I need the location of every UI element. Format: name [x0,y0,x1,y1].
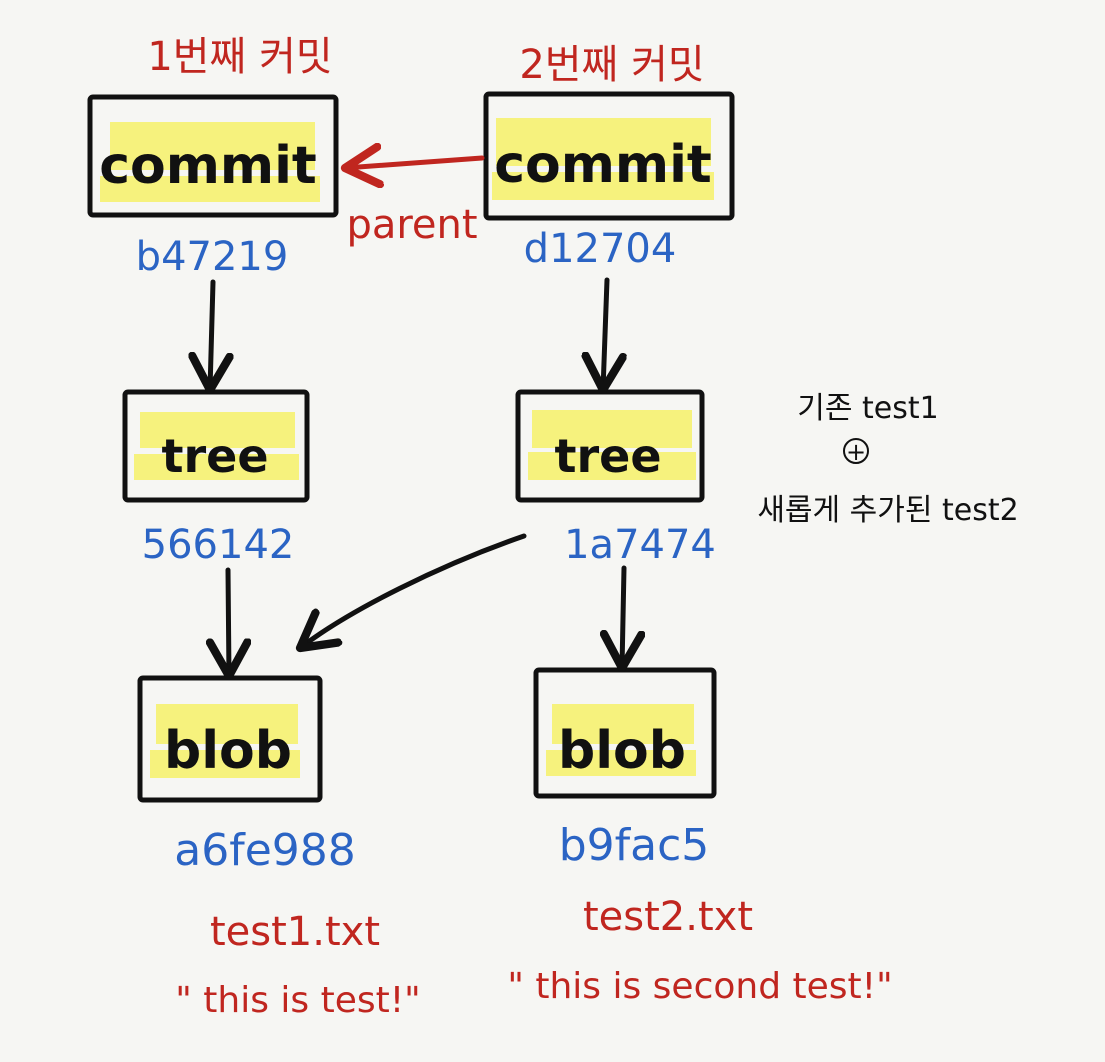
commit1-box [87,94,339,218]
commit2-node: commit [483,91,735,221]
commit1-node: commit [87,94,339,218]
blob2-hash: b9fac5 [559,820,710,871]
parent-arrow [345,158,485,168]
file1-content: " this is test!" [175,980,420,1021]
commit2-hash: d12704 [524,226,677,272]
blob1-hash: a6fe988 [174,825,356,876]
arrow-tree1-to-blob1 [228,567,229,676]
tree2-hash: 1a7474 [564,522,716,568]
blob1-node: blob [137,675,323,803]
arrow-commit2-to-tree2 [603,277,607,390]
annotation-plus: + [846,438,866,466]
file1-name: test1.txt [210,909,380,955]
tree2-node: tree [515,389,705,503]
tree1-hash: 566142 [142,522,295,568]
file2-content: " this is second test!" [507,966,892,1007]
arrow-tree2-to-blob1 [300,533,527,648]
arrow-commit1-to-tree1 [210,279,213,390]
tree1-label: tree [161,429,268,483]
arrow-tree2-to-blob2 [622,565,624,668]
commit2-title: 2번째 커밋 [519,42,704,88]
tree1-node: tree [122,389,310,503]
blob2-node: blob [533,667,717,799]
commit2-label: commit [494,135,712,195]
commit1-hash: b47219 [136,234,289,280]
blob2-label: blob [558,721,686,781]
tree2-label: tree [554,429,661,483]
file2-name: test2.txt [583,894,753,940]
blob1-label: blob [164,721,292,781]
annotation-line1: 기존 test1 [797,391,938,426]
annotation-plus-circle [843,438,869,464]
commit2-box [483,91,735,221]
annotation-line2: 새롭게 추가된 test2 [757,493,1018,528]
commit1-label: commit [99,136,317,196]
parent-label: parent [346,202,477,248]
commit1-title: 1번째 커밋 [147,34,332,80]
